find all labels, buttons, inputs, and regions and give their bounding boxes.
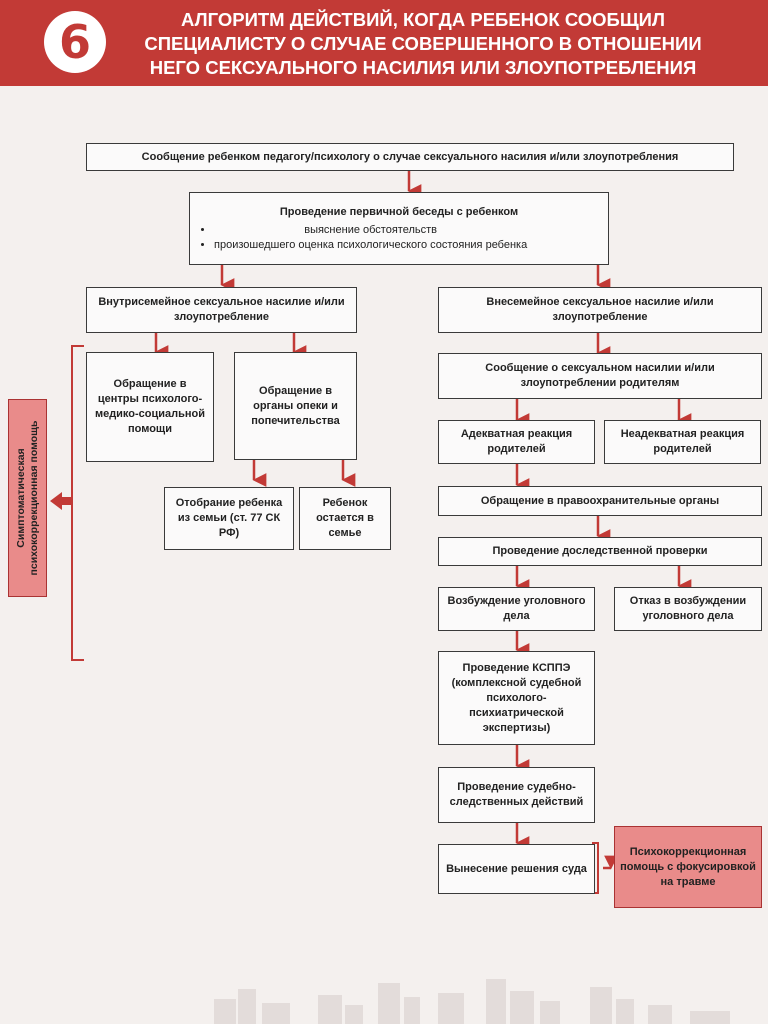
step-number: 6 [58,15,91,69]
header-banner: 6 АЛГОРИТМ ДЕЙСТВИЙ, КОГДА РЕБЕНОК СООБЩ… [0,0,768,86]
symptomatic-help-label: Симптоматическая психокоррекционная помо… [14,420,40,576]
extra-family-box: Внесемейное сексуальное насилие и/или зл… [438,287,762,333]
law-enforcement-box: Обращение в правоохранительные органы [438,486,762,516]
interview-title: Проведение первичной беседы с ребенком [279,205,519,218]
interview-box: Проведение первичной беседы с ребенком в… [189,192,609,265]
left-bracket [71,345,84,661]
list-item: произошедшего оценка психологического со… [214,238,527,253]
centers-box: Обращение в центры психолого-медико-соци… [86,352,214,462]
intra-family-box: Внутрисемейное сексуальное насилие и/или… [86,287,357,333]
city-skyline-decoration [214,979,730,1024]
refusal-box: Отказ в возбуждении уголовного дела [614,587,762,631]
inadequate-box: Неадекватная реакция родителей [604,420,761,464]
report-box: Сообщение ребенком педагогу/психологу о … [86,143,734,171]
guardianship-box: Обращение в органы опеки и попечительств… [234,352,357,460]
criminal-case-box: Возбуждение уголовного дела [438,587,595,631]
page-title: АЛГОРИТМ ДЕЙСТВИЙ, КОГДА РЕБЕНОК СООБЩИЛ… [118,8,728,80]
stays-box: Ребенок остается в семье [299,487,391,550]
right-bracket [592,842,599,894]
interview-list: выяснение обстоятельств произошедшего оц… [200,223,527,253]
symptomatic-help-box: Симптоматическая психокоррекционная помо… [8,399,47,597]
left-arrow [50,492,72,510]
investigation-box: Проведение судебно-следственных действий [438,767,595,823]
step-number-badge: 6 [44,11,106,73]
kspe-box: Проведение КСППЭ (комплексной судебной п… [438,651,595,745]
notify-parents-box: Сообщение о сексуальном насилии и/или зл… [438,353,762,399]
adequate-box: Адекватная реакция родителей [438,420,595,464]
court-box: Вынесение решения суда [438,844,595,894]
list-item: выяснение обстоятельств [214,223,527,238]
title-line: АЛГОРИТМ ДЕЙСТВИЙ, КОГДА РЕБЕНОК СООБЩИЛ [181,9,665,30]
trauma-help-box: Психокоррекционная помощь с фокусировкой… [614,826,762,908]
removal-box: Отобрание ребенка из семьи (ст. 77 СК РФ… [164,487,294,550]
title-line: НЕГО СЕКСУАЛЬНОГО НАСИЛИЯ ИЛИ ЗЛОУПОТРЕБ… [149,57,697,78]
title-line: СПЕЦИАЛИСТУ О СЛУЧАЕ СОВЕРШЕННОГО В ОТНО… [144,33,702,54]
pre-investigation-box: Проведение доследственной проверки [438,537,762,566]
